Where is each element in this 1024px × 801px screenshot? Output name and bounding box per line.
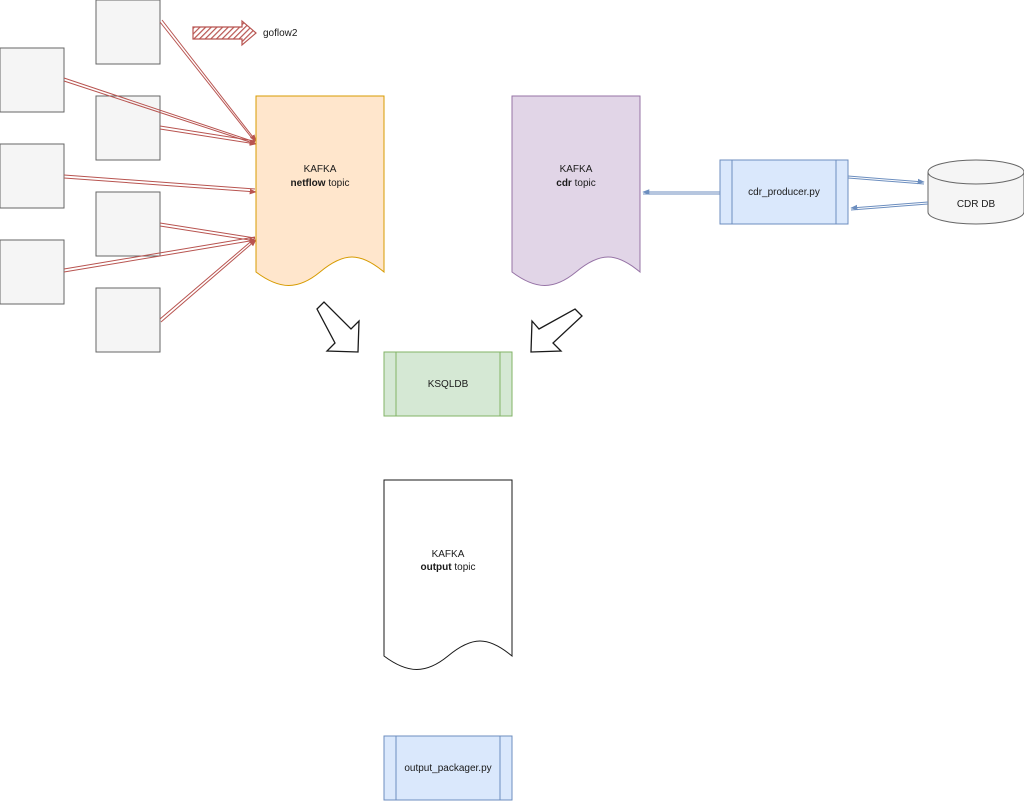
legend: goflow2 (192, 19, 298, 47)
kafka-cdr-topic-word: topic (572, 178, 596, 189)
collector-box-4[interactable] (0, 143, 65, 209)
producer-to-db-arrow[interactable] (847, 175, 925, 185)
output-packager-process[interactable]: output_packager.py (383, 735, 513, 801)
goflow-arrow-4[interactable] (63, 174, 257, 195)
netflow-to-ksqldb-arrow[interactable] (316, 301, 360, 353)
blue-connectors (642, 175, 929, 211)
db-to-producer-arrow[interactable] (850, 201, 929, 211)
legend-label: goflow2 (263, 28, 298, 39)
goflow-arrows (63, 19, 257, 323)
collector-box-3[interactable] (95, 95, 161, 161)
cdr-producer-process[interactable]: cdr_producer.py (719, 159, 849, 225)
goflow-arrow-7[interactable] (159, 237, 257, 323)
kafka-cdr-topic[interactable]: KAFKA cdr topic (511, 95, 641, 286)
kafka-netflow-subtitle: netflow topic (291, 178, 350, 189)
collector-box-5[interactable] (95, 191, 161, 257)
goflow-arrow-6[interactable] (63, 236, 257, 273)
kafka-output-topic[interactable]: KAFKA output topic (383, 479, 513, 670)
kafka-output-title: KAFKA (432, 549, 465, 560)
ksqldb-label: KSQLDB (428, 379, 469, 390)
goflow-arrow-5[interactable] (159, 222, 257, 243)
kafka-output-topic-word: topic (452, 562, 476, 573)
goflow-arrow-3[interactable] (159, 125, 257, 146)
collector-box-6[interactable] (0, 239, 65, 305)
kafka-netflow-title: KAFKA (304, 164, 337, 175)
cdr-db-label: CDR DB (957, 199, 996, 210)
legend-arrow-icon (192, 19, 257, 47)
cdr-to-ksqldb-arrow[interactable] (530, 308, 583, 353)
cdr-producer-label: cdr_producer.py (748, 187, 820, 198)
goflow-arrow-2[interactable] (63, 77, 257, 145)
kafka-netflow-name: netflow (291, 178, 326, 189)
output-packager-label: output_packager.py (404, 763, 491, 774)
kafka-cdr-name: cdr (556, 178, 572, 189)
producer-to-cdr-topic-arrow[interactable] (642, 189, 720, 195)
ksqldb-process[interactable]: KSQLDB (383, 351, 513, 417)
kafka-output-subtitle: output topic (421, 562, 476, 573)
kafka-netflow-topic[interactable]: KAFKA netflow topic (255, 95, 385, 286)
kafka-cdr-subtitle: cdr topic (556, 178, 595, 189)
cdr-db-cylinder[interactable]: CDR DB (927, 159, 1024, 225)
kafka-cdr-title: KAFKA (560, 164, 593, 175)
goflow-arrow-1[interactable] (159, 19, 257, 143)
collector-box-1[interactable] (95, 0, 161, 65)
kafka-output-name: output (421, 562, 453, 573)
collector-box-7[interactable] (95, 287, 161, 353)
kafka-netflow-topic-word: topic (326, 178, 350, 189)
collector-box-2[interactable] (0, 47, 65, 113)
